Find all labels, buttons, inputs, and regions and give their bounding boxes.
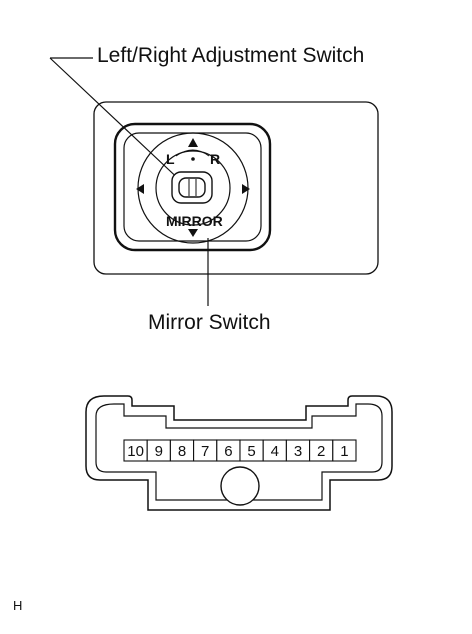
connector-pin-number: 4 bbox=[271, 443, 279, 460]
adjustment-leader-diagonal bbox=[49, 57, 186, 186]
left-position-label: L bbox=[166, 151, 175, 167]
connector-pin-number: 1 bbox=[340, 443, 348, 460]
connector-pin-number: 10 bbox=[127, 443, 144, 460]
connector-pin-number: 5 bbox=[247, 443, 255, 460]
up-arrow-icon bbox=[188, 138, 198, 147]
left-arrow-icon bbox=[136, 184, 144, 194]
connector-pin-number: 8 bbox=[178, 443, 186, 460]
left-right-adjustment-switch-label: Left/Right Adjustment Switch bbox=[97, 44, 364, 67]
right-arrow-icon bbox=[242, 184, 250, 194]
mirror-switch-dial-inner bbox=[155, 150, 231, 226]
connector-pin-number: 6 bbox=[224, 443, 232, 460]
connector-pin-number: 9 bbox=[155, 443, 163, 460]
mirror-label: MIRROR bbox=[166, 213, 223, 229]
connector-pin-number: 3 bbox=[294, 443, 302, 460]
down-arrow-icon bbox=[188, 229, 198, 237]
connector-outline bbox=[85, 395, 393, 511]
center-indicator-dot bbox=[191, 157, 195, 161]
switch-panel-outer bbox=[93, 101, 379, 275]
switch-bezel-outer bbox=[113, 122, 272, 252]
adjustment-knob-outer[interactable] bbox=[171, 171, 213, 204]
mirror-switch-label: Mirror Switch bbox=[148, 311, 271, 334]
adjustment-knob-inner bbox=[178, 177, 206, 198]
position-arc bbox=[175, 149, 210, 157]
connector-pin-cell bbox=[332, 439, 357, 462]
connector-pin-number: 7 bbox=[201, 443, 209, 460]
connector-lock-tab bbox=[220, 466, 260, 506]
right-position-label: R bbox=[210, 151, 220, 167]
figure-code: H bbox=[13, 598, 22, 613]
connector-inner-outline bbox=[95, 403, 383, 501]
connector-pin-number: 2 bbox=[317, 443, 325, 460]
